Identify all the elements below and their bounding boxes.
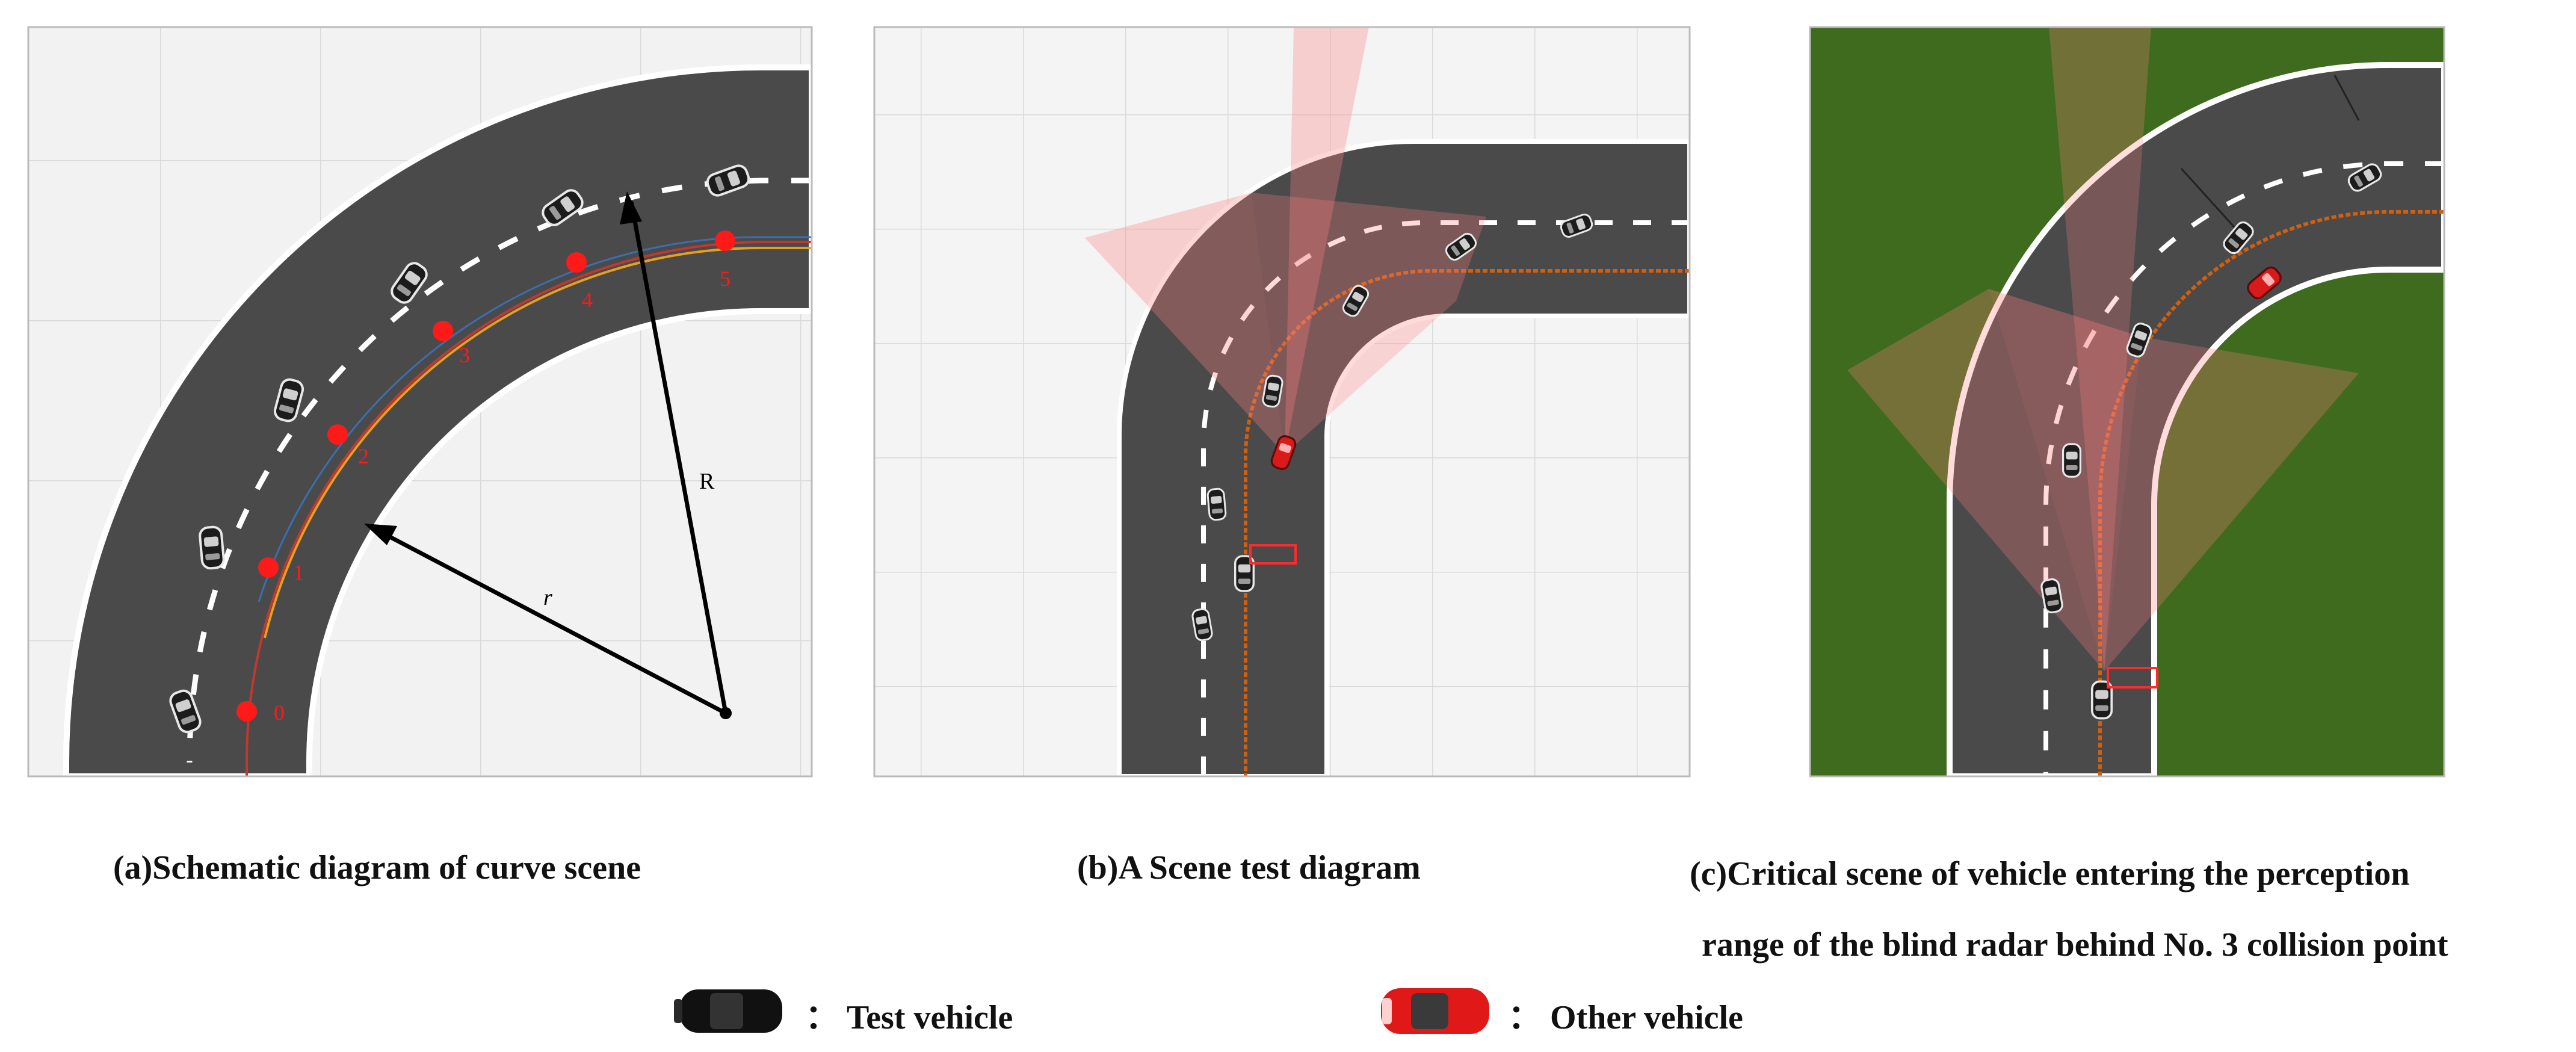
radar-marker-box — [2107, 667, 2158, 688]
trajectory-blue — [258, 236, 812, 602]
lane-center-dash — [2043, 161, 2444, 776]
caption-b: (b)A Scene test diagram — [1077, 849, 1421, 886]
label-R: R — [699, 469, 715, 494]
test-vehicle-icon — [198, 525, 226, 571]
red-car-icon — [1381, 988, 1489, 1034]
panel-b-frame — [873, 26, 1691, 778]
curved-road — [1947, 62, 2444, 776]
legend-test-vehicle: ： Test vehicle — [805, 999, 1013, 1036]
collision-point-4 — [566, 252, 587, 273]
collision-line — [2180, 167, 2240, 233]
point-label-5: 5 — [720, 267, 730, 291]
lane-center-dash — [187, 178, 812, 763]
collision-point-2 — [327, 424, 348, 445]
point-label-0: 0 — [274, 701, 285, 725]
panel-c-frame — [1809, 26, 2445, 778]
trajectory-red — [246, 241, 812, 776]
trajectory-orange — [264, 247, 812, 639]
radius-r-arrow — [375, 527, 727, 716]
point-label-2: 2 — [358, 444, 369, 468]
radar-sector-forward — [2049, 27, 2151, 671]
caption-c-line1: (c)Critical scene of vehicle entering th… — [1690, 855, 2410, 893]
radius-R-arrow — [629, 201, 728, 714]
trajectory-orange — [1244, 269, 1690, 776]
collision-point-5 — [715, 231, 735, 251]
radar-sector-front-right — [1252, 193, 1486, 454]
panel-a-frame — [27, 26, 813, 778]
point-label-1: 1 — [293, 560, 304, 584]
panel-c-critical-scene — [1810, 27, 2444, 776]
panel-b-scene-test — [874, 27, 1690, 776]
caption-c-line2: range of the blind radar behind No. 3 co… — [1702, 926, 2448, 964]
trajectory-orange — [2098, 210, 2444, 776]
test-vehicle-icon — [1206, 487, 1228, 522]
radar-marker-box — [1249, 544, 1297, 565]
point-label-3: 3 — [459, 343, 470, 367]
label-r: r — [543, 585, 552, 610]
panel-a-schematic: 0 1 2 3 4 5 R r — [28, 27, 812, 776]
collision-point-1 — [258, 557, 279, 578]
curve-center-point — [720, 707, 732, 719]
radar-sector-rear-left — [1847, 289, 2104, 671]
collision-points — [236, 231, 735, 722]
collision-line — [2334, 75, 2360, 121]
radar-sector-front-left — [1085, 193, 1285, 454]
curved-road — [63, 64, 812, 776]
radar-sector-rear-right — [2104, 337, 2359, 671]
curved-road — [1117, 139, 1690, 776]
radar-sector-rear — [1989, 289, 2142, 671]
collision-point-0 — [236, 701, 257, 722]
test-vehicle-icon — [2062, 443, 2081, 478]
legend-other-vehicle: ： Other vehicle — [1508, 999, 1743, 1036]
caption-a: (a)Schematic diagram of curve scene — [113, 849, 641, 886]
point-label-4: 4 — [582, 288, 593, 312]
collision-point-3 — [433, 321, 453, 341]
radar-sector-forward — [1285, 27, 1369, 454]
lane-center-dash — [1201, 220, 1690, 776]
black-car-icon — [674, 989, 782, 1033]
